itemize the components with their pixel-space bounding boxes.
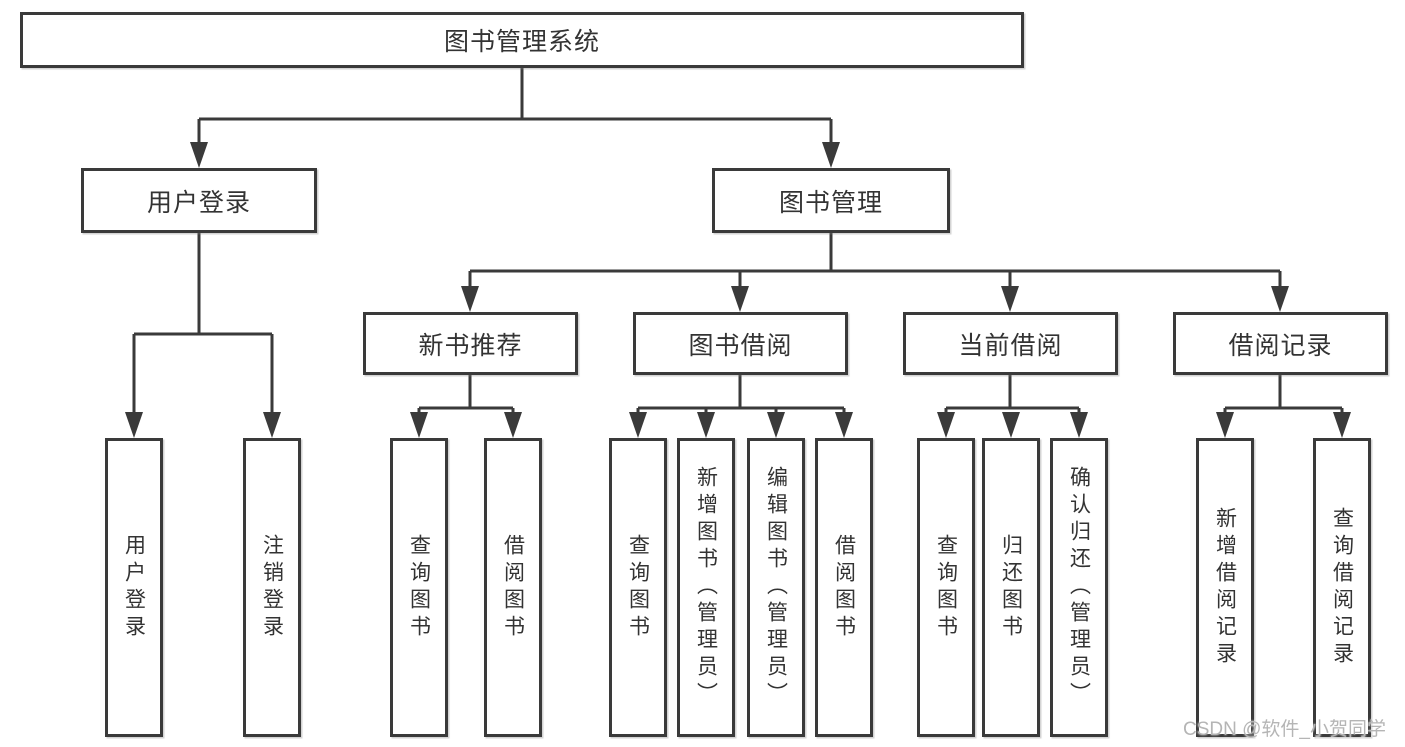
node-br-add-record-label: 新增借阅记录	[1213, 506, 1237, 669]
node-user-login-label: 用户登录	[146, 188, 251, 217]
node-bb-query-books: 查询图书	[609, 438, 667, 737]
node-leaf-user-login: 用户登录	[105, 438, 163, 737]
node-br-add-record: 新增借阅记录	[1196, 438, 1254, 737]
node-current-borrow-label: 当前借阅	[958, 331, 1063, 360]
connector-borrow-records-children	[1216, 375, 1351, 438]
node-leaf-user-login-label: 用户登录	[122, 533, 146, 642]
node-bb-borrow-books-label: 借阅图书	[832, 533, 856, 642]
node-bb-edit-books-label: 编辑图书（管理员）	[764, 466, 788, 709]
node-root-label: 图书管理系统	[443, 28, 600, 56]
node-br-query-record-label: 查询借阅记录	[1330, 506, 1354, 669]
node-cb-confirm-return-label: 确认归还（管理员）	[1067, 466, 1091, 709]
node-cb-confirm-return: 确认归还（管理员）	[1050, 438, 1108, 737]
connector-book-mgmt-children	[461, 233, 1289, 312]
node-book-borrow: 图书借阅	[633, 312, 848, 375]
node-new-book-rec: 新书推荐	[363, 312, 578, 375]
node-cb-return-books: 归还图书	[982, 438, 1040, 737]
connector-current-borrow-children	[937, 375, 1088, 438]
connector-book-borrow-children	[629, 375, 853, 438]
connector-new-book-rec-children	[410, 375, 522, 438]
node-nbr-borrow-books-label: 借阅图书	[501, 533, 525, 642]
node-bb-query-books-label: 查询图书	[626, 533, 650, 642]
node-book-mgmt: 图书管理	[712, 168, 950, 233]
node-bb-borrow-books: 借阅图书	[815, 438, 873, 737]
node-cb-return-books-label: 归还图书	[999, 533, 1023, 642]
node-root: 图书管理系统	[20, 12, 1024, 68]
node-new-book-rec-label: 新书推荐	[418, 331, 523, 360]
node-bb-add-books-label: 新增图书（管理员）	[694, 466, 718, 709]
node-borrow-records-label: 借阅记录	[1228, 331, 1333, 360]
node-cb-query-books: 查询图书	[917, 438, 975, 737]
node-current-borrow: 当前借阅	[903, 312, 1118, 375]
connector-user-login-children	[125, 233, 281, 438]
node-user-login: 用户登录	[81, 168, 317, 233]
node-nbr-borrow-books: 借阅图书	[484, 438, 542, 737]
node-cb-query-books-label: 查询图书	[934, 533, 958, 642]
node-leaf-logout-label: 注销登录	[260, 533, 284, 642]
node-bb-edit-books: 编辑图书（管理员）	[747, 438, 805, 737]
connector-root-to-level2	[190, 68, 840, 168]
node-book-borrow-label: 图书借阅	[688, 331, 793, 360]
node-leaf-logout: 注销登录	[243, 438, 301, 737]
node-nbr-query-books-label: 查询图书	[407, 533, 431, 642]
watermark: CSDN @软件_小贺同学	[1183, 719, 1386, 740]
node-book-mgmt-label: 图书管理	[778, 188, 883, 217]
node-nbr-query-books: 查询图书	[390, 438, 448, 737]
node-bb-add-books: 新增图书（管理员）	[677, 438, 735, 737]
node-br-query-record: 查询借阅记录	[1313, 438, 1371, 737]
node-borrow-records: 借阅记录	[1173, 312, 1388, 375]
